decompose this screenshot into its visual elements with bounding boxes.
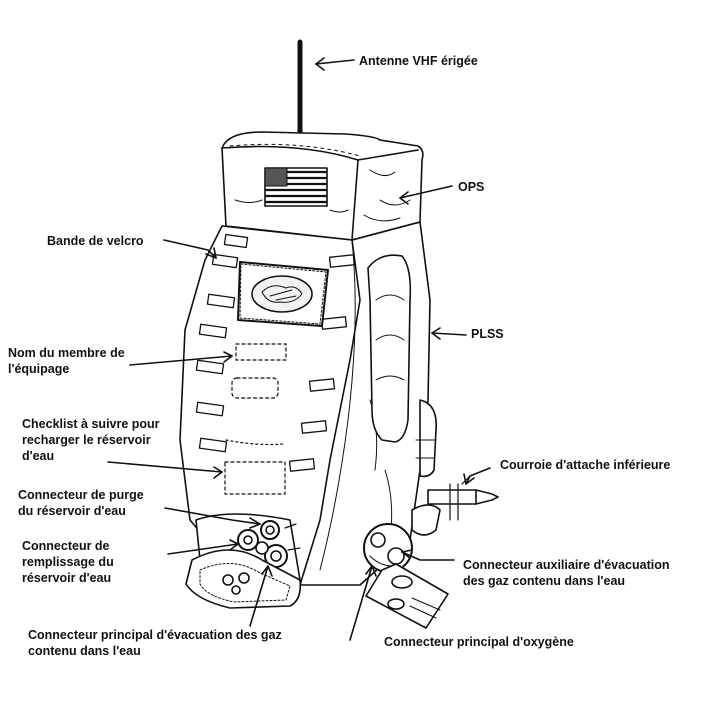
label-checklist: Checklist à suivre pour recharger le rés… — [22, 417, 160, 463]
mission-patch — [237, 261, 329, 327]
label-lower-strap: Courroie d'attache inférieure — [500, 458, 671, 472]
label-purge-connector: Connecteur de purge du réservoir d'eau — [18, 488, 144, 518]
label-antenna: Antenne VHF érigée — [359, 54, 478, 68]
flag — [264, 167, 328, 207]
label-plss: PLSS — [471, 327, 504, 341]
crew-name-area — [231, 343, 287, 399]
label-main-gas-connector: Connecteur principal d'évacuation des ga… — [28, 628, 282, 658]
lower-strap — [411, 475, 499, 536]
oxygen-cover-tag — [365, 563, 449, 629]
side-hose — [367, 254, 437, 478]
velcro-strips — [195, 233, 356, 472]
label-main-oxygen-connector: Connecteur principal d'oxygène — [384, 635, 574, 649]
label-ops: OPS — [458, 180, 485, 194]
label-aux-gas-connector: Connecteur auxiliaire d'évacuation des g… — [463, 558, 670, 588]
label-velcro: Bande de velcro — [47, 234, 144, 248]
label-crew-name: Nom du membre de l'équipage — [8, 346, 125, 376]
label-fill-connector: Connecteur de remplissage du réservoir d… — [22, 539, 114, 585]
side-connector-port — [363, 523, 413, 573]
checklist-area — [224, 439, 286, 495]
leader-lines — [107, 57, 491, 641]
